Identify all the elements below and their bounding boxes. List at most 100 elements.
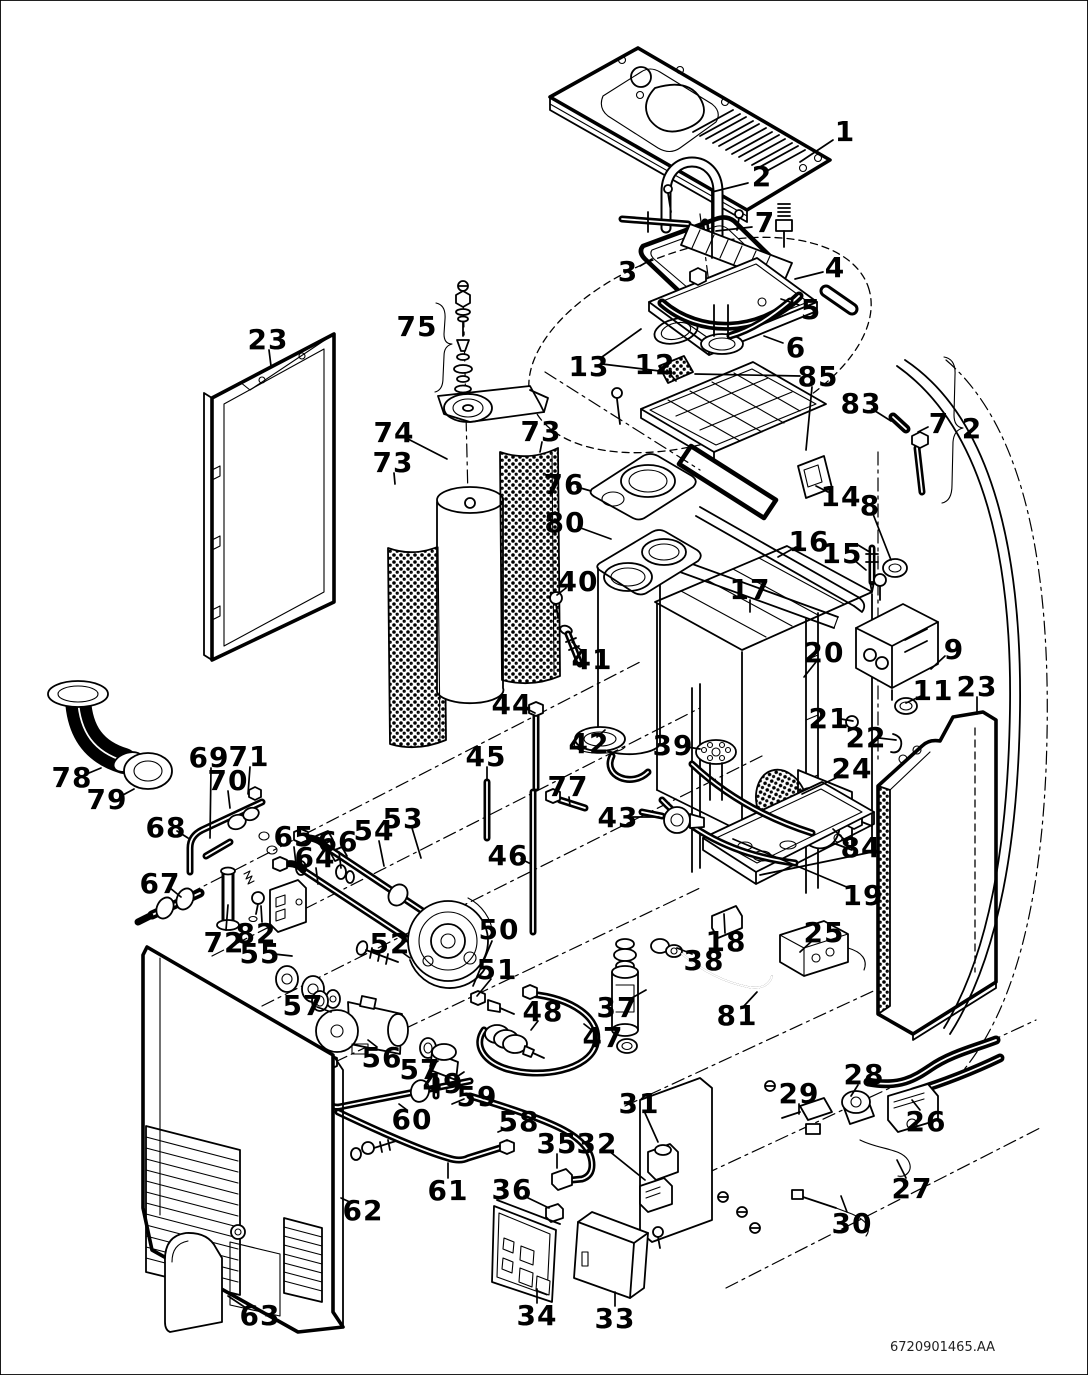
thermostat-28 [841,1090,875,1125]
part-label-33: 33 [595,1302,636,1335]
leader-line-76 [576,486,592,492]
leader-line-80 [577,526,612,540]
union-59 [409,1079,431,1103]
leader-line-72 [225,904,229,931]
leader-line-28 [850,1084,859,1097]
part-label-35: 35 [537,1127,578,1160]
leader-line-82 [260,905,263,923]
part-label-12: 12 [635,348,676,381]
part-label-18: 18 [706,925,747,958]
part-label-62: 62 [343,1194,384,1227]
cartridge-37 [611,938,639,1054]
part-label-2: 2 [962,412,982,445]
leader-line-41 [571,641,584,653]
part-label-79: 79 [87,783,128,816]
leader-line-70 [227,790,231,809]
inspection-door-63 [164,1232,223,1333]
leader-line-85 [805,386,813,451]
leader-line-46 [520,858,532,865]
document-number: 6720901465.AA [890,1340,995,1355]
leader-line-30 [840,1195,848,1213]
leader-line-1 [799,139,834,163]
grommet-21 [845,715,859,729]
leader-line-74 [407,438,448,460]
gas-armature-29 [781,1097,833,1135]
part-label-52: 52 [370,927,411,960]
grommet-8 [882,558,908,578]
leader-line-55 [273,953,293,957]
leader-line-48 [530,1020,539,1031]
venturi-43 [663,806,691,834]
leader-line-40 [556,587,567,596]
leader-line-56 [367,1039,378,1048]
leader-line-4 [794,271,824,280]
hose-fittings-83-7 [888,412,929,496]
part-label-3: 3 [618,255,638,288]
part-label-9: 9 [944,633,964,666]
leader-line-7 [715,226,753,232]
part-label-69: 69 [189,741,230,774]
leader-line-44 [524,707,536,714]
part-label-23: 23 [248,323,289,356]
leader-line-14 [815,485,829,493]
part-label-75: 75 [397,310,438,343]
bracket-18 [711,905,743,939]
connector-35 [551,1168,573,1191]
bottom-piping [322,938,773,1184]
part-label-43: 43 [598,801,639,834]
valve-body-64 [269,879,307,933]
leader-line-58 [497,1126,511,1133]
part-label-46: 46 [488,839,529,872]
part-label-19: 19 [843,879,884,912]
part-label-29: 29 [779,1077,820,1110]
part-label-28: 28 [844,1058,885,1091]
electrode-30 [791,1189,869,1237]
part-label-53: 53 [383,802,424,835]
part-label-76: 76 [544,468,585,501]
part-label-77: 77 [548,770,589,803]
leader-line-21 [840,718,854,722]
part-label-32: 32 [577,1127,618,1160]
leader-line-71 [247,766,251,795]
brace-75 [434,302,453,393]
part-label-83: 83 [841,387,882,420]
leader-line-2 [711,182,749,193]
burner-screws [663,184,793,248]
part-label-64: 64 [295,841,336,874]
leader-line-39 [686,746,701,750]
leader-line-62 [340,1197,353,1204]
part-label-25: 25 [804,916,845,949]
part-label-27: 27 [892,1172,933,1205]
leader-line-54 [378,840,385,867]
part-label-49: 49 [423,1067,464,1100]
brace-2 [941,356,964,504]
leader-line-47 [583,1023,594,1032]
right-side-panel [863,356,1021,1097]
part-label-58: 58 [499,1105,540,1138]
part-label-45: 45 [466,740,507,773]
part-label-11: 11 [913,674,954,707]
clamp-14 [797,455,833,499]
leader-line-66 [338,851,342,869]
leader-line-23 [268,349,272,367]
pump-group [311,990,437,1059]
part-label-61: 61 [428,1174,469,1207]
part-label-5: 5 [801,293,821,326]
part-label-8: 8 [860,489,880,522]
part-label-54: 54 [354,814,395,847]
leader-line-15 [853,559,867,571]
leader-line-38 [676,947,693,955]
part-label-22: 22 [846,721,887,754]
heat-exchanger-frame [654,545,903,939]
left-side-panel [203,332,336,662]
fan-and-base-tray [658,760,875,885]
part-label-6: 6 [786,331,806,364]
part-label-60: 60 [392,1103,433,1136]
leader-line-32 [608,1150,646,1181]
leader-line-79 [122,788,135,796]
part-label-2: 2 [752,160,772,193]
part-label-59: 59 [457,1080,498,1113]
part-label-81: 81 [717,999,758,1032]
part-label-38: 38 [684,944,725,977]
fittings-51 [470,990,515,1015]
